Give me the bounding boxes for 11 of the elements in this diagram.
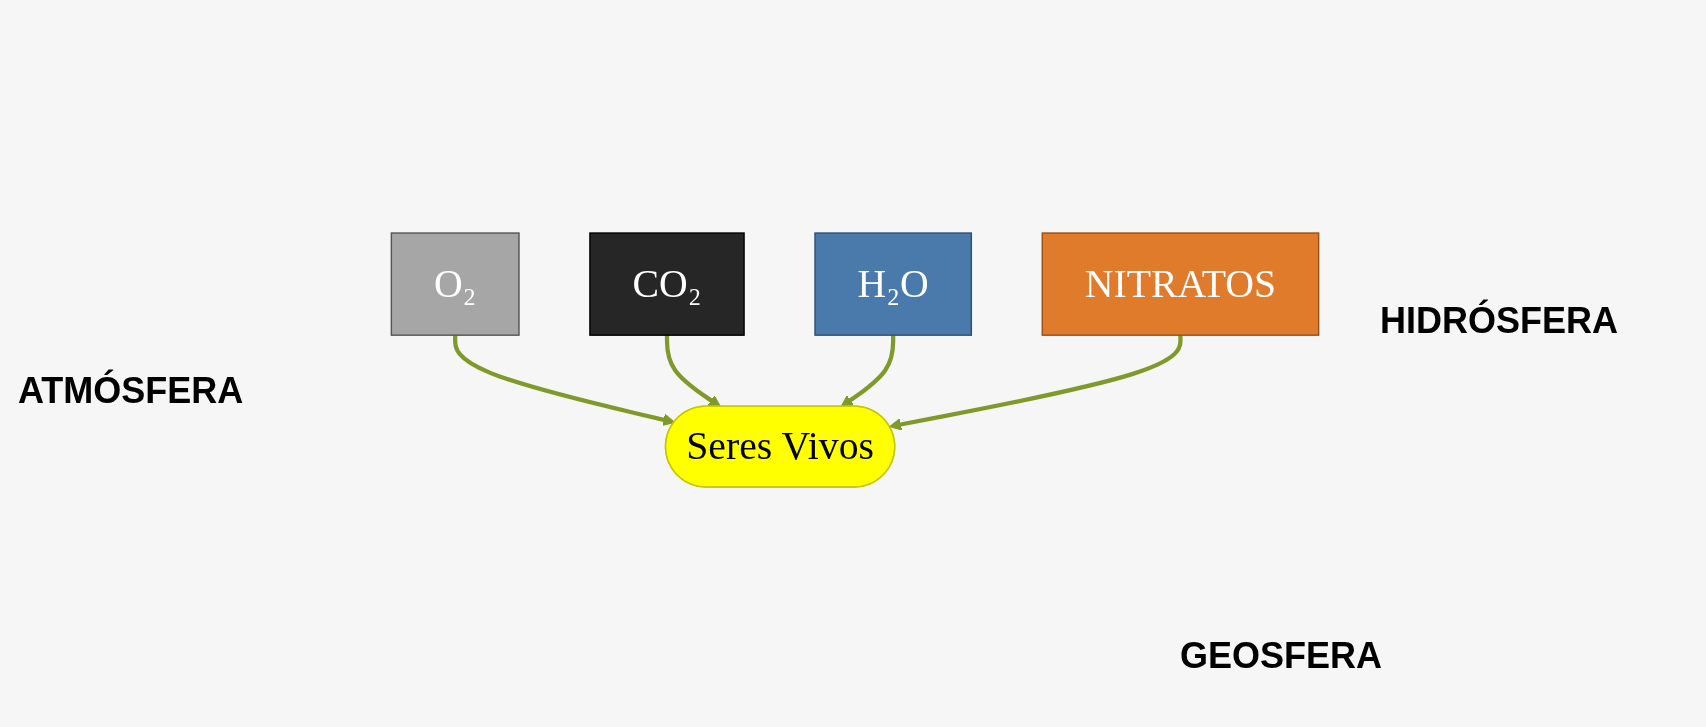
- arrow: [840, 335, 896, 408]
- sphere-label: HIDRÓSFERA: [1380, 300, 1618, 342]
- arrow: [453, 335, 676, 426]
- node-box: NITRATOS: [1041, 232, 1320, 336]
- node-box: H₂O: [814, 232, 973, 336]
- sphere-label: GEOSFERA: [1180, 635, 1383, 677]
- sphere-label: ATMÓSFERA: [18, 370, 244, 412]
- arrow: [664, 335, 722, 408]
- node-box: CO₂: [589, 232, 745, 336]
- node-box: O₂: [390, 232, 520, 336]
- arrow: [889, 335, 1183, 431]
